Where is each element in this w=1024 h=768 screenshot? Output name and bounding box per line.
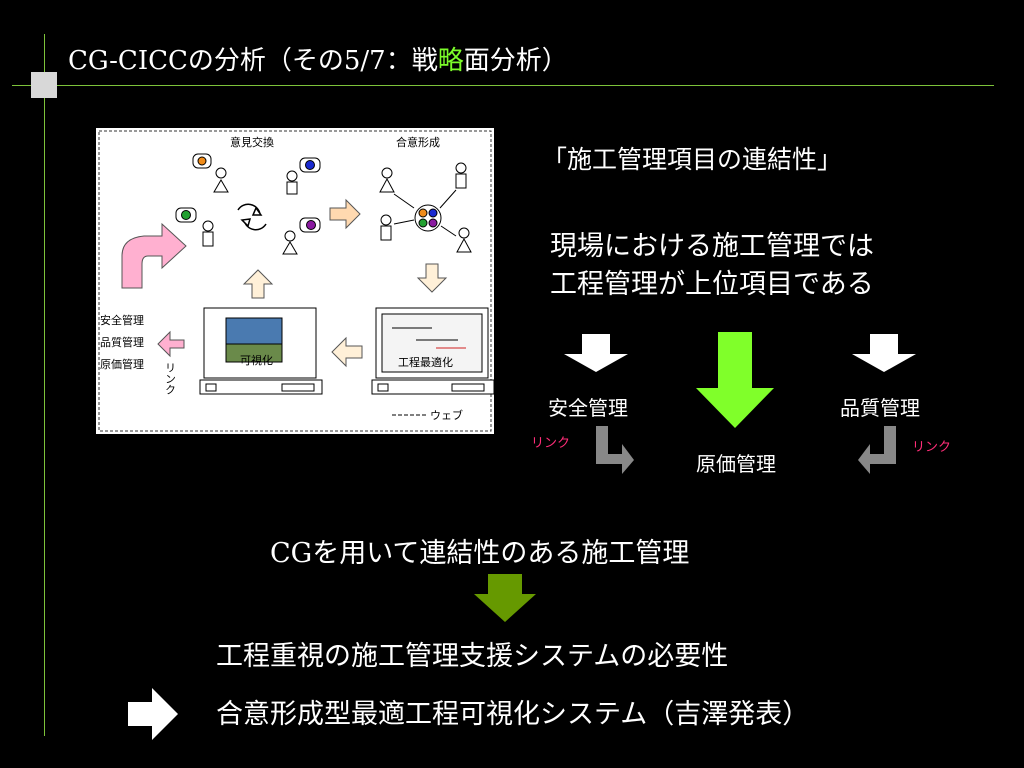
description-line: 工程管理が上位項目である — [550, 269, 874, 300]
title-highlight: 略 — [437, 46, 464, 76]
statement: CGを用いて連結性のある施工管理 — [270, 538, 690, 569]
person-icon — [282, 217, 321, 255]
figure-side-item: 品質管理 — [100, 335, 144, 349]
gray-link-arrow-right — [858, 426, 896, 474]
figure-optimize-label: 工程最適化 — [398, 355, 453, 369]
white-down-arrow-left — [564, 334, 628, 372]
quality-label: 品質管理 — [840, 396, 920, 420]
section-heading: 「施工管理項目の連結性」 — [542, 145, 843, 174]
figure-side-item: 原価管理 — [100, 357, 144, 371]
cycle-icon — [237, 203, 267, 231]
green-down-arrow — [696, 332, 774, 428]
link-label-left: リンク — [531, 436, 571, 451]
optimize-monitor — [371, 307, 494, 395]
visualize-monitor — [199, 307, 323, 395]
pink-left-arrow — [157, 330, 185, 358]
accent-horizontal-line — [12, 85, 994, 86]
description-line: 現場における施工管理では — [550, 231, 874, 262]
gray-link-arrow-left — [596, 426, 634, 474]
olive-down-arrow — [474, 574, 536, 622]
figure-consensus-label: 合意形成 — [396, 135, 440, 149]
conclusion-1: 工程重視の施工管理支援システムの必要性 — [216, 641, 729, 672]
slide-title: CG-CICCの分析（その5/7：戦略面分析） — [68, 46, 568, 76]
orange-arrow-right — [329, 198, 361, 230]
figure-side-item: 安全管理 — [100, 313, 144, 327]
figure-web-label: ウェブ — [430, 408, 463, 422]
safety-label: 安全管理 — [548, 396, 628, 420]
up-arrow — [242, 269, 274, 299]
person-icon — [286, 157, 321, 195]
figure-link-label: リンク — [164, 362, 177, 395]
process-figure: 意見交換 合意形成 — [96, 128, 494, 434]
person-icon — [175, 207, 214, 247]
conclusion-2: 合意形成型最適工程可視化システム（吉澤発表） — [216, 699, 810, 730]
accent-vertical-line — [44, 34, 45, 736]
consensus-group — [379, 162, 472, 253]
link-label-right: リンク — [912, 440, 952, 455]
cost-label: 原価管理 — [696, 452, 776, 476]
down-arrow — [416, 263, 448, 293]
corner-square — [31, 72, 57, 98]
pink-curved-arrow — [121, 222, 187, 289]
white-right-arrow — [128, 688, 178, 740]
figure-exchange-label: 意見交換 — [230, 135, 274, 149]
management-diagram — [564, 332, 916, 474]
person-icon — [192, 153, 229, 193]
description: 現場における施工管理では 工程管理が上位項目である — [550, 228, 874, 304]
white-down-arrow-right — [852, 334, 916, 372]
figure-visualize-label: 可視化 — [240, 353, 273, 367]
left-arrow — [331, 336, 363, 368]
